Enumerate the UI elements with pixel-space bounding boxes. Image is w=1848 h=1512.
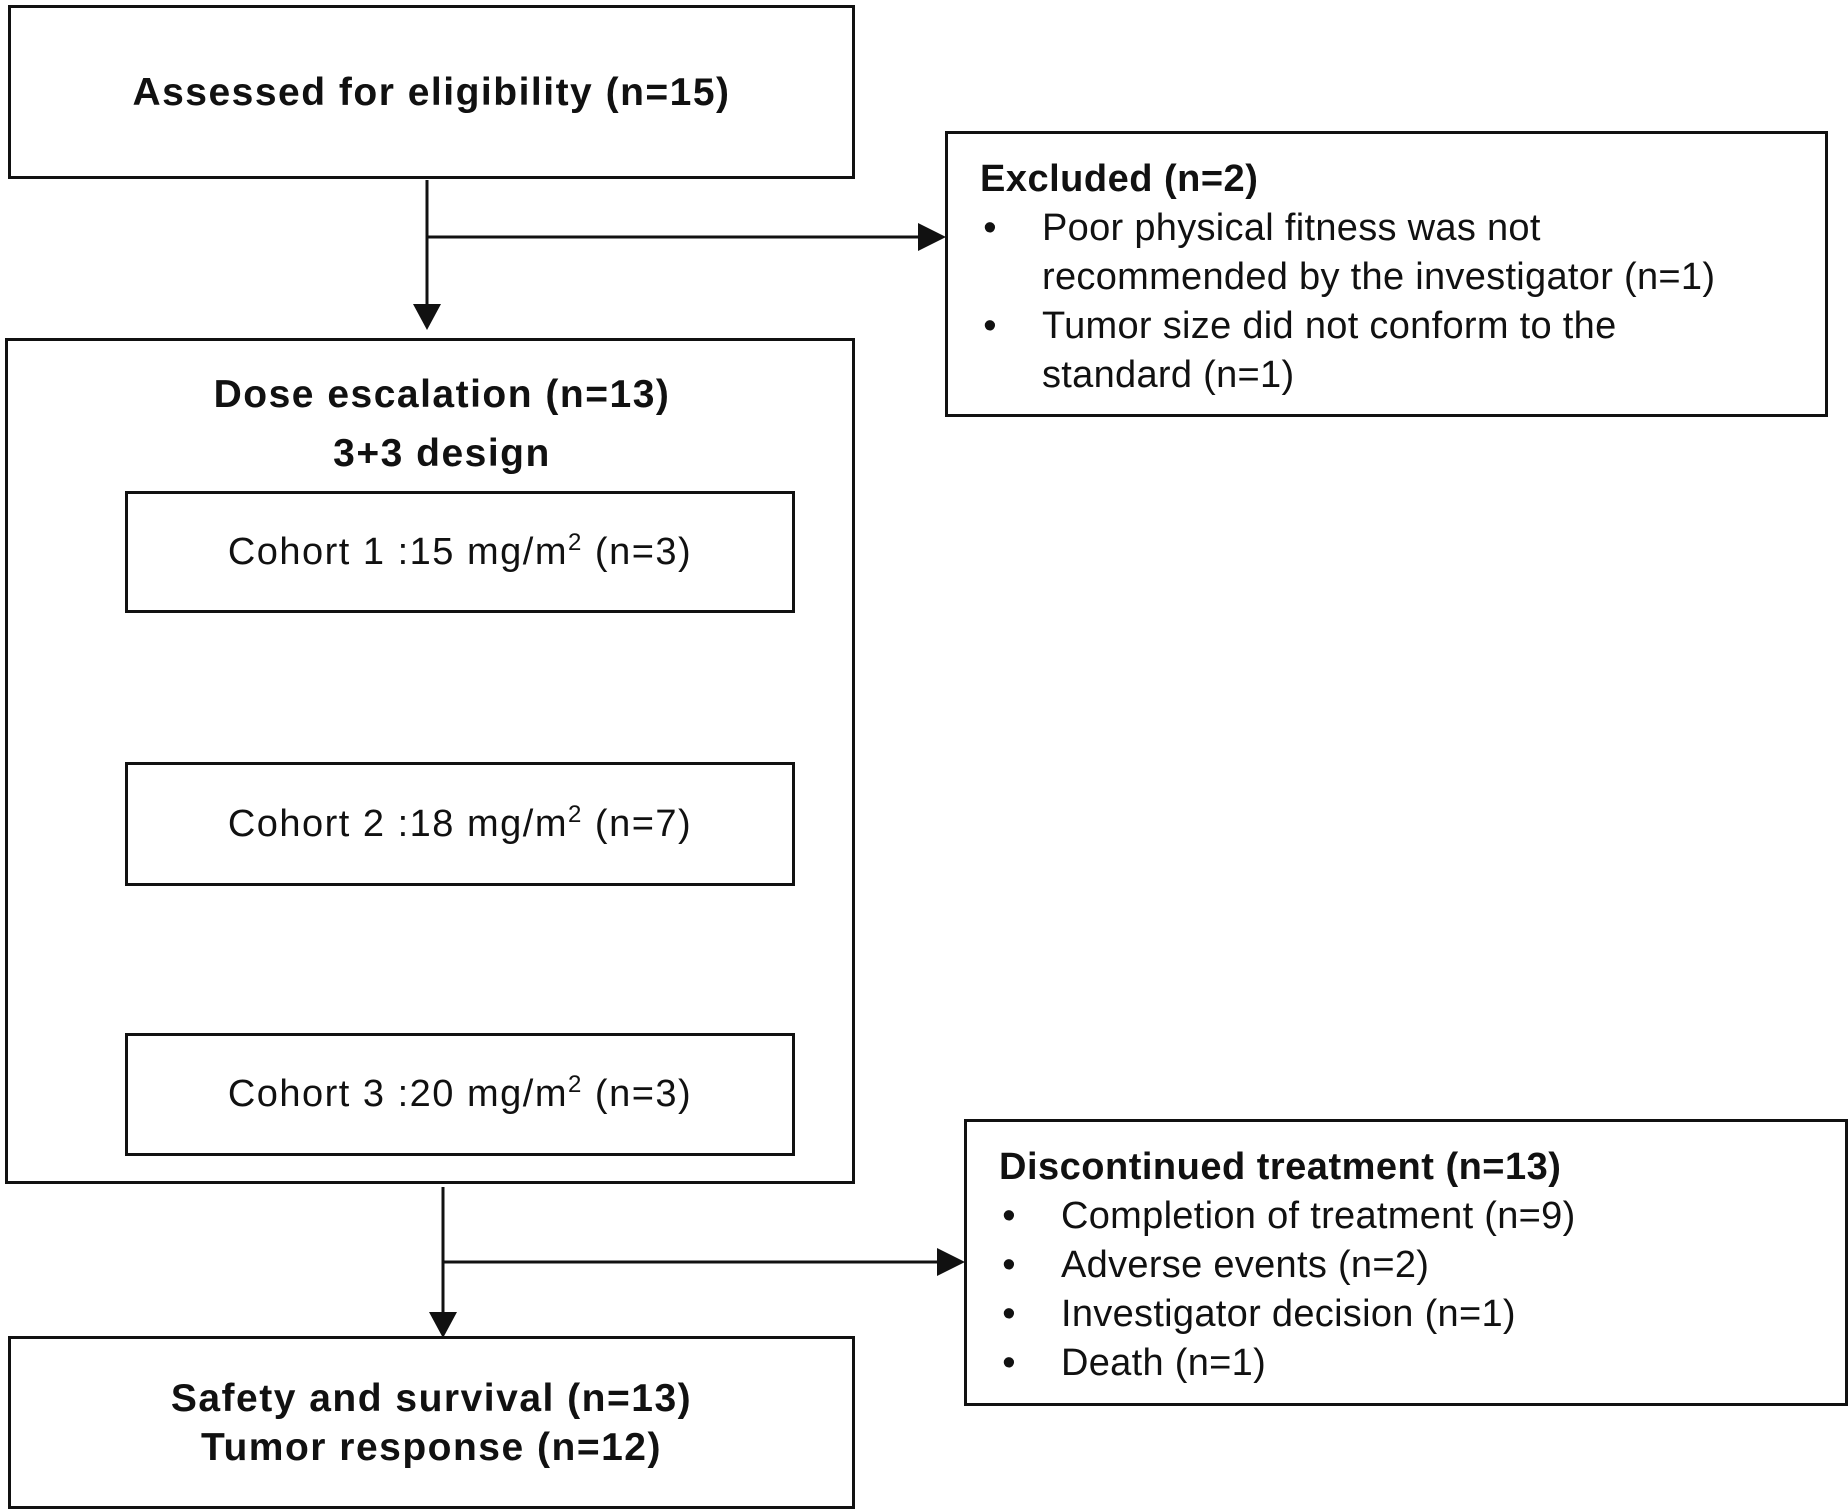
bullet-icon: • xyxy=(1002,1244,1016,1286)
bullet-icon: • xyxy=(1002,1195,1016,1237)
cohort-2-count: (n=7) xyxy=(582,802,693,845)
arrowhead-discontinued xyxy=(937,1248,965,1276)
bullet-icon: • xyxy=(1002,1293,1016,1335)
cohort-1-label: Cohort 1 :15 mg/m2 (n=3) xyxy=(227,528,693,574)
cohort-3-label: Cohort 3 :20 mg/m2 (n=3) xyxy=(228,1073,692,1116)
cohort-1-count: (n=3) xyxy=(582,530,693,573)
discontinued-title: Discontinued treatment (n=13) xyxy=(999,1146,1562,1188)
excluded-item-line: recommended by the investigator (n=1) xyxy=(1042,256,1716,298)
excluded-list: • Poor physical fitness was not recommen… xyxy=(980,204,1825,400)
cohort-2-dose: Cohort 2 :18 mg/m xyxy=(227,802,568,845)
assessed-box: Assessed for eligibility (n=15) xyxy=(8,5,855,179)
discontinued-item-label: Investigator decision (n=1) xyxy=(1061,1293,1516,1335)
discontinued-item: • Completion of treatment (n=9) xyxy=(999,1192,1845,1241)
discontinued-item-label: Completion of treatment (n=9) xyxy=(1061,1195,1576,1237)
excluded-title: Excluded (n=2) xyxy=(980,158,1259,200)
dose-escalation-title: Dose escalation (n=13) xyxy=(213,373,671,416)
assessed-label: Assessed for eligibility (n=15) xyxy=(132,70,731,114)
dose-escalation-subtitle: 3+3 design xyxy=(333,432,551,475)
discontinued-item: • Investigator decision (n=1) xyxy=(999,1290,1845,1339)
discontinued-box: Discontinued treatment (n=13) • Completi… xyxy=(964,1119,1848,1406)
excluded-item: • Poor physical fitness was not recommen… xyxy=(980,204,1825,302)
discontinued-item: • Death (n=1) xyxy=(999,1339,1845,1388)
discontinued-item-label: Adverse events (n=2) xyxy=(1061,1244,1430,1286)
excluded-box: Excluded (n=2) • Poor physical fitness w… xyxy=(945,131,1828,417)
discontinued-item-label: Death (n=1) xyxy=(1061,1342,1267,1384)
excluded-item-line: Poor physical fitness was not xyxy=(1042,207,1541,249)
excluded-item-line: standard (n=1) xyxy=(1042,354,1295,396)
cohort-3-unit-exponent: 2 xyxy=(568,1071,583,1098)
outcome-line-safety: Safety and survival (n=13) xyxy=(170,1376,693,1420)
discontinued-list: • Completion of treatment (n=9) • Advers… xyxy=(999,1192,1845,1388)
arrowhead-excluded xyxy=(918,223,946,251)
arrowhead-dose-box xyxy=(413,304,441,330)
outcome-line-tumor-response: Tumor response (n=12) xyxy=(201,1425,662,1469)
cohort-1-box: Cohort 1 :15 mg/m2 (n=3) xyxy=(125,491,795,613)
discontinued-item: • Adverse events (n=2) xyxy=(999,1241,1845,1290)
cohort-2-unit-exponent: 2 xyxy=(568,800,583,828)
cohort-1-unit-exponent: 2 xyxy=(568,528,583,556)
cohort-3-count: (n=3) xyxy=(582,1073,693,1115)
bullet-icon: • xyxy=(983,207,997,249)
outcome-box: Safety and survival (n=13) Tumor respons… xyxy=(8,1336,855,1509)
cohort-3-dose: Cohort 3 :20 mg/m xyxy=(227,1073,568,1115)
bullet-icon: • xyxy=(1002,1342,1016,1384)
excluded-item: • Tumor size did not conform to the stan… xyxy=(980,302,1825,400)
cohort-1-dose: Cohort 1 :15 mg/m xyxy=(227,530,568,573)
cohort-2-label: Cohort 2 :18 mg/m2 (n=7) xyxy=(227,800,693,846)
bullet-icon: • xyxy=(983,305,997,347)
arrowhead-outcome xyxy=(429,1312,457,1338)
cohort-3-box: Cohort 3 :20 mg/m2 (n=3) xyxy=(125,1033,795,1156)
excluded-item-line: Tumor size did not conform to the xyxy=(1042,305,1617,347)
cohort-2-box: Cohort 2 :18 mg/m2 (n=7) xyxy=(125,762,795,886)
